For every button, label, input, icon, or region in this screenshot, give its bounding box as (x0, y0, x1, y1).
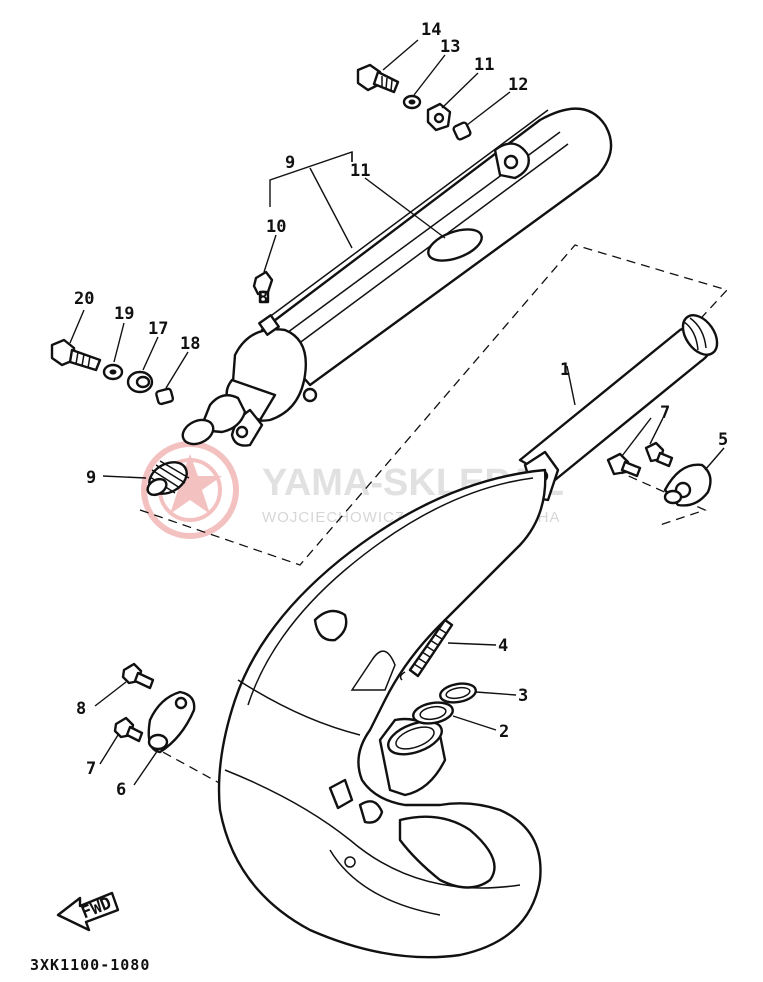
label-20: 20 (74, 289, 94, 309)
label-9: 9 (86, 468, 96, 488)
label-7-left: 7 (86, 759, 96, 779)
label-14: 12 (508, 75, 528, 95)
label-1: 1 (560, 360, 570, 380)
label-3: 3 (518, 686, 528, 706)
label-2: 2 (499, 722, 509, 742)
leader-lines (69, 39, 725, 786)
label-10: 9 (285, 153, 295, 173)
label-5: 5 (718, 430, 728, 450)
label-17: 17 (148, 319, 168, 339)
label-18: 18 (180, 334, 200, 354)
label-11: 10 (266, 217, 286, 237)
front-bracket-part-6 (113, 662, 196, 754)
label-8-left: 8 (76, 699, 86, 719)
expansion-chamber (217, 314, 719, 959)
part-labels: 14 13 11 12 9 11 10 20 19 17 18 9 1 7 5 … (74, 20, 728, 800)
label-8-small: 8 (258, 288, 268, 308)
label-16: 14 (421, 20, 441, 40)
label-6: 6 (116, 780, 126, 800)
drawing-code: 3XK1100-1080 (30, 956, 150, 974)
label-4: 4 (498, 636, 508, 656)
label-15: 13 (440, 37, 460, 57)
gaskets-and-spring (399, 618, 477, 725)
label-7-right: 7 (660, 403, 670, 423)
upper-fasteners (356, 63, 472, 141)
label-12: 11 (350, 161, 370, 181)
fwd-arrow: FWD (56, 891, 120, 932)
left-fasteners (50, 338, 175, 406)
screw-part-11 (252, 270, 274, 304)
clamp-part-9 (146, 460, 190, 497)
rear-bracket-part-5 (606, 441, 712, 507)
label-13: 11 (474, 55, 494, 75)
label-19: 19 (114, 304, 134, 324)
silencer (181, 107, 613, 447)
